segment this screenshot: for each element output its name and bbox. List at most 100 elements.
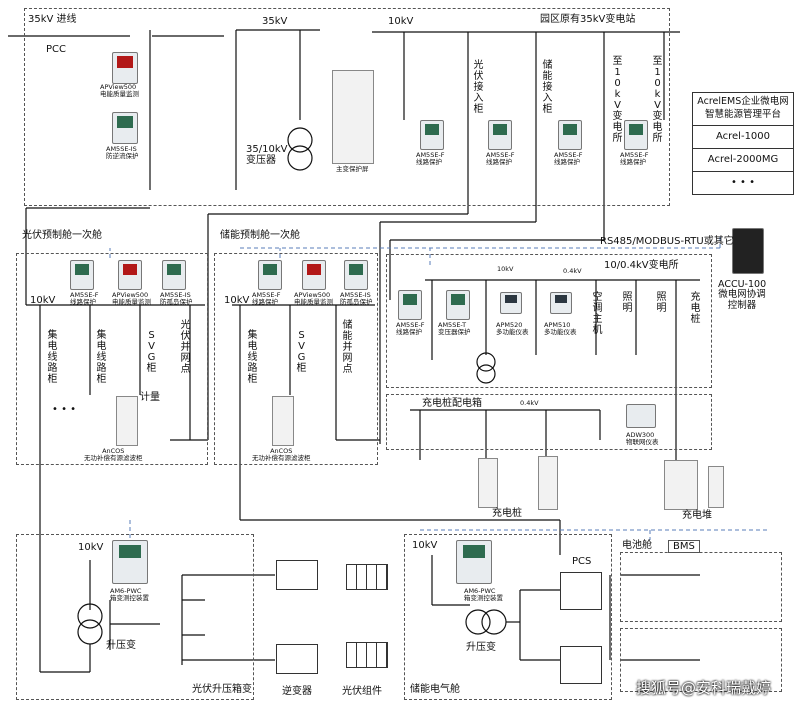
st-10kv-label: 10kV xyxy=(224,295,250,306)
lv-feeder-2: 照明 xyxy=(622,292,633,314)
charging-stack-label: 充电堆 xyxy=(682,510,712,521)
pv-metering-label: 计量 xyxy=(140,392,160,403)
am5se-f-1-device xyxy=(420,120,444,150)
pv-stepup-box-label: 光伏升压箱变 xyxy=(192,684,252,695)
pv-10kv-label: 10kV xyxy=(30,295,56,306)
lv-04kv-label: 0.4kV xyxy=(563,267,582,275)
st-ancos-cabinet xyxy=(272,396,294,446)
transformer-label: 35/10kV 变压器 xyxy=(246,144,288,166)
incoming-35kv-label: 35kV 进线 xyxy=(28,14,77,25)
pv-access-label: 光伏接入柜 xyxy=(473,60,484,115)
pv-feeder-4: 光伏并网点 xyxy=(180,320,191,375)
pv-panel-2 xyxy=(346,642,388,668)
battery-cabin-region-2 xyxy=(620,628,782,692)
am6-pwc-1-label: AM6-PWC 箱变测控装置 xyxy=(110,587,149,603)
am5se-is-top-device xyxy=(112,112,138,144)
platform-title: AcrelEMS企业微电网智慧能源管理平台 xyxy=(693,93,793,126)
pv-am5se-is-device xyxy=(162,260,186,290)
pv-panel-1 xyxy=(346,564,388,590)
ems-platform: AcrelEMS企业微电网智慧能源管理平台 Acrel-1000 Acrel-2… xyxy=(692,92,794,195)
storage-cabin-region xyxy=(214,253,378,465)
lv-am5se-t-label: AM5SE-T 变压器保护 xyxy=(438,321,471,337)
pv-am5se-f-label: AM5SE-F 线路保护 xyxy=(70,291,99,307)
storage-access-label: 储能接入柜 xyxy=(542,60,553,115)
am5se-f-4-label: AM5SE-F 线路保护 xyxy=(620,151,649,167)
charging-stack xyxy=(664,460,698,510)
bms-label: BMS xyxy=(668,540,700,553)
lv-feeder-4: 充电桩 xyxy=(690,292,701,325)
inverter-1 xyxy=(276,560,318,590)
main-protection-cabinet xyxy=(332,70,374,164)
am6-pwc-2-device xyxy=(456,540,492,584)
bus-35kv-label: 35kV xyxy=(262,16,288,27)
st-feeder-2: SVG柜 xyxy=(296,330,307,374)
pv-dots: • • • xyxy=(52,404,77,415)
substation-region xyxy=(24,8,670,206)
st-am5se-is-device xyxy=(344,260,368,290)
to-sub-1-label: 至10kV变电所 xyxy=(612,56,623,144)
adw300-label: ADW300 物联网仪表 xyxy=(626,431,659,447)
bus-10kv-label: 10kV xyxy=(388,16,414,27)
adw300-device xyxy=(626,404,656,428)
charging-box-04kv: 0.4kV xyxy=(520,399,539,407)
apview500-top-device xyxy=(112,52,138,84)
st-elec-10kv: 10kV xyxy=(412,540,438,551)
main-protection-label: 主变保护屏 xyxy=(336,165,369,173)
charging-box-label: 充电桩配电箱 xyxy=(422,398,482,409)
lv-sub-label: 10/0.4kV变电所 xyxy=(604,260,679,271)
platform-row-1: Acrel-1000 xyxy=(693,126,793,149)
apview500-top-label: APView500 电能质量监测 xyxy=(100,83,139,99)
pv-am5se-f-device xyxy=(70,260,94,290)
pv-cabin-label: 光伏预制舱一次舱 xyxy=(22,230,102,241)
charging-stack-2 xyxy=(708,466,724,508)
pcs-label: PCS xyxy=(572,556,592,567)
am6-pwc-1-device xyxy=(112,540,148,584)
am6-pwc-2-label: AM6-PWC 箱变测控装置 xyxy=(464,587,503,603)
am5se-f-2-label: AM5SE-F 线路保护 xyxy=(486,151,515,167)
am5se-is-top-label: AM5SE-IS 防逆流保护 xyxy=(106,145,139,161)
storage-electric-label: 储能电气舱 xyxy=(410,684,460,695)
am5se-f-4-device xyxy=(624,120,648,150)
pv-step-up-label: 升压变 xyxy=(106,640,136,651)
battery-cabin-region-1 xyxy=(620,552,782,622)
pv-stepup-region xyxy=(16,534,254,700)
lv-substation-region xyxy=(386,254,712,388)
pv-feeder-2: 集电线路柜 xyxy=(96,330,107,385)
pv-apview-device xyxy=(118,260,142,290)
rs485-label: RS485/MODBUS-RTU或其它 xyxy=(600,236,734,247)
lv-am5se-t-device xyxy=(446,290,470,320)
pv-ancos-cabinet xyxy=(116,396,138,446)
lv-10kv-label: 10kV xyxy=(497,265,514,273)
pv-cabin-region xyxy=(16,253,208,465)
lv-am5se-f-device xyxy=(398,290,422,320)
inverter-label: 逆变器 xyxy=(282,686,312,697)
am5se-f-3-device xyxy=(558,120,582,150)
pcs-2 xyxy=(560,646,602,684)
apm510-label: APM510 多功能仪表 xyxy=(544,321,577,337)
pcc-label: PCC xyxy=(46,44,66,55)
watermark: 搜狐号@安科瑞戴婷 xyxy=(636,679,772,697)
charger-2 xyxy=(538,456,558,510)
st-feeder-1: 集电线路柜 xyxy=(247,330,258,385)
apm520-label: APM520 多功能仪表 xyxy=(496,321,529,337)
lv-feeder-1: 空调主机 xyxy=(592,292,603,336)
pv-am5se-is-label: AM5SE-IS 防孤岛保护 xyxy=(160,291,193,307)
pv-feeder-3: SVG柜 xyxy=(146,330,157,374)
st-am5se-f-device xyxy=(258,260,282,290)
storage-electric-region xyxy=(404,534,612,700)
platform-row-2: Acrel-2000MG xyxy=(693,149,793,172)
am5se-f-2-device xyxy=(488,120,512,150)
platform-row-3: • • • xyxy=(730,177,756,188)
st-feeder-3: 储能并网点 xyxy=(342,320,353,375)
st-apview-label: APView500 电能质量监测 xyxy=(294,291,333,307)
apm520-device xyxy=(500,292,522,314)
pv-ancos-label: AnCOS 无功补偿有源滤波柜 xyxy=(84,447,143,463)
st-step-up-label: 升压变 xyxy=(466,642,496,653)
pv-feeder-1: 集电线路柜 xyxy=(47,330,58,385)
charging-box-region xyxy=(386,394,712,450)
st-apview-device xyxy=(302,260,326,290)
accu-100-device xyxy=(732,228,764,274)
charger-1 xyxy=(478,458,498,508)
am5se-f-3-label: AM5SE-F 线路保护 xyxy=(554,151,583,167)
